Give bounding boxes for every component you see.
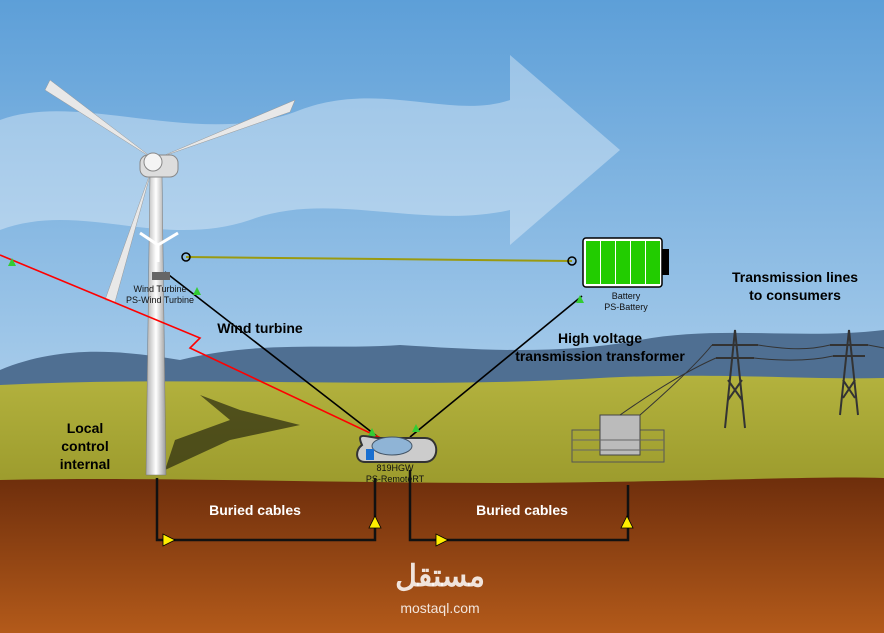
turbine-device-name: Wind Turbine xyxy=(133,284,187,294)
battery-icon xyxy=(582,237,669,288)
link-battery-router xyxy=(409,295,583,438)
transformer-line1: High voltage xyxy=(557,330,642,346)
link-turbine-router xyxy=(164,271,379,438)
watermark-url: mostaql.com xyxy=(400,600,480,616)
local-control-line2: control xyxy=(61,438,109,454)
transmission-line2: to consumers xyxy=(749,287,841,303)
buried-cables-right-label: Buried cables xyxy=(476,502,568,518)
buried-cables xyxy=(155,470,630,542)
battery-device-id: PS-Battery xyxy=(604,302,648,312)
link-red xyxy=(0,254,386,441)
wind-turbine-label: Wind turbine xyxy=(217,320,303,336)
transformer-icon xyxy=(571,414,665,463)
turbine-device-id: PS-Wind Turbine xyxy=(125,295,195,305)
soil xyxy=(0,477,884,633)
local-control-line1: Local xyxy=(66,420,104,436)
link-turbine-battery xyxy=(185,256,573,262)
transmission-line1: Transmission lines xyxy=(731,269,859,285)
turbine-device-icon xyxy=(139,231,179,280)
battery-device-name: Battery xyxy=(611,291,641,301)
transformer-label: High voltage transmission transformer xyxy=(495,329,705,365)
transformer-line2: transmission transformer xyxy=(515,348,685,364)
router-device-id: PS-RemoteRT xyxy=(365,474,425,484)
local-control-label: Local control internal xyxy=(40,419,130,473)
buried-cables-left-label: Buried cables xyxy=(209,502,301,518)
pylons xyxy=(619,329,884,429)
wind-turbine xyxy=(44,79,296,476)
router-device-name: 819HGW xyxy=(376,463,414,473)
turbine-shadow xyxy=(165,395,300,470)
router-device-icon xyxy=(356,434,438,463)
watermark-arabic: مستقل xyxy=(395,560,485,593)
local-control-line3: internal xyxy=(59,456,111,472)
transmission-label: Transmission lines to consumers xyxy=(715,268,875,304)
